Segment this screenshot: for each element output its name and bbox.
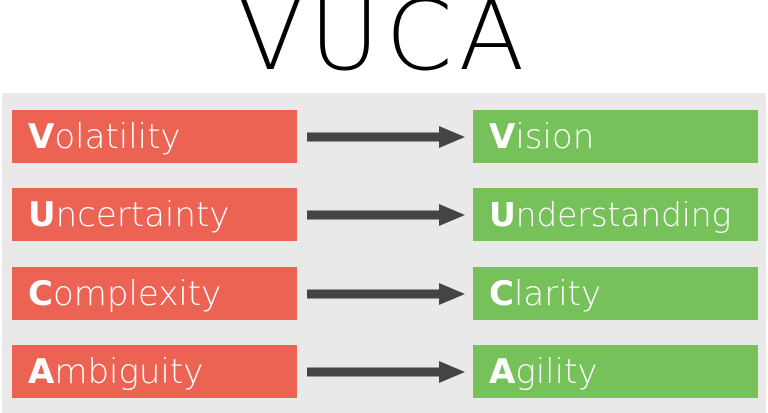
- solution-rest: ision: [515, 116, 595, 157]
- solution-box-clarity[interactable]: Clarity: [473, 267, 758, 320]
- solution-initial: A: [489, 351, 516, 392]
- solution-initial: C: [489, 273, 514, 314]
- arrow-right-icon: [307, 204, 465, 226]
- arrow-right-icon: [307, 361, 465, 383]
- problem-initial: U: [28, 194, 56, 235]
- solution-initial: V: [489, 116, 516, 157]
- solution-label: Agility: [489, 355, 598, 389]
- solution-box-vision[interactable]: Vision: [473, 110, 758, 163]
- solution-label: Clarity: [489, 277, 601, 311]
- problem-box-uncertainty[interactable]: Uncertainty: [12, 188, 297, 241]
- diagram-panel: Volatility Vision Uncertainty Un: [2, 93, 766, 413]
- problem-box-complexity[interactable]: Complexity: [12, 267, 297, 320]
- problem-initial: C: [28, 273, 53, 314]
- title-area: VUCA: [0, 0, 768, 93]
- solution-initial: U: [489, 194, 516, 234]
- solution-rest: nderstanding: [515, 194, 732, 234]
- solution-label: Understanding: [489, 194, 732, 234]
- solution-label: Vision: [489, 120, 594, 154]
- vuca-row: Ambiguity Agility: [2, 345, 766, 398]
- arrow-right-icon: [307, 126, 465, 148]
- problem-label: Complexity: [28, 277, 221, 311]
- solution-rest: larity: [513, 273, 602, 314]
- arrow-right-icon: [307, 283, 465, 305]
- problem-label: Ambiguity: [28, 355, 203, 389]
- vuca-row: Complexity Clarity: [2, 267, 766, 320]
- problem-rest: ncertainty: [55, 194, 230, 235]
- problem-box-volatility[interactable]: Volatility: [12, 110, 297, 163]
- problem-label: Volatility: [28, 120, 181, 154]
- vuca-row: Uncertainty Understanding: [2, 188, 766, 241]
- page-title: VUCA: [237, 0, 531, 92]
- problem-label: Uncertainty: [28, 198, 229, 232]
- vuca-row: Volatility Vision: [2, 110, 766, 163]
- problem-initial: V: [28, 116, 55, 157]
- problem-box-ambiguity[interactable]: Ambiguity: [12, 345, 297, 398]
- problem-rest: olatility: [54, 116, 181, 157]
- problem-rest: omplexity: [52, 273, 222, 314]
- solution-box-understanding[interactable]: Understanding: [473, 188, 758, 241]
- solution-box-agility[interactable]: Agility: [473, 345, 758, 398]
- solution-rest: gility: [515, 351, 598, 392]
- problem-rest: mbiguity: [54, 351, 204, 392]
- problem-initial: A: [28, 351, 55, 392]
